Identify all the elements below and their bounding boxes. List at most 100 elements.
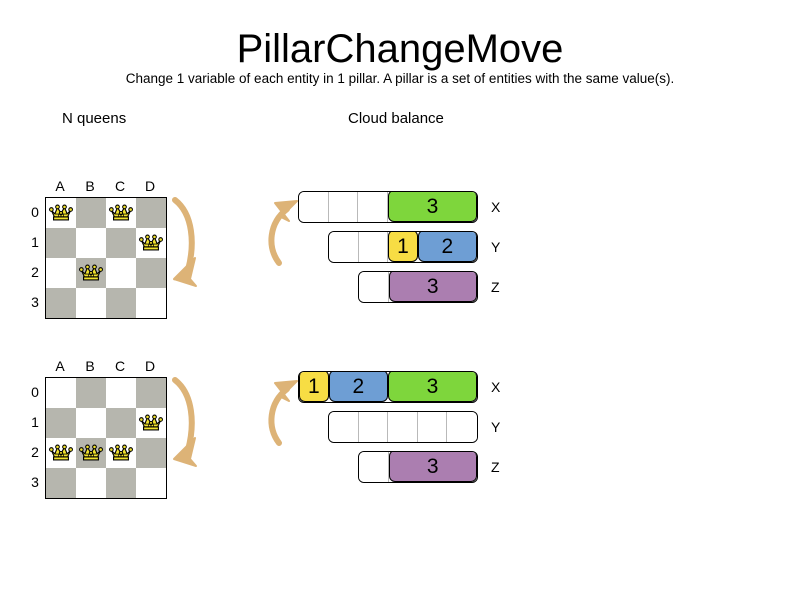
board-cell-c1[interactable] xyxy=(106,408,136,438)
board-cell-b1[interactable] xyxy=(76,228,106,258)
board-cell-a1[interactable] xyxy=(46,228,76,258)
board-column-label-c: C xyxy=(114,358,126,374)
cloud-bar-label-y: Y xyxy=(491,419,501,435)
board-cell-c2[interactable] xyxy=(106,438,136,468)
cloud-bar-track[interactable]: 3 xyxy=(298,191,478,223)
board-cell-b3[interactable] xyxy=(76,288,106,318)
board-cell-b2[interactable] xyxy=(76,438,106,468)
cloud-bar-empty-slot xyxy=(358,192,389,222)
board-cell-d0[interactable] xyxy=(136,198,166,228)
board-cell-c0[interactable] xyxy=(106,378,136,408)
board-cell-c0[interactable] xyxy=(106,198,136,228)
board-row-labels: 0 1 2 3 xyxy=(28,377,42,497)
cloud-bar-segment-2[interactable]: 2 xyxy=(417,232,477,262)
cloud-bar-segment-3[interactable]: 3 xyxy=(388,372,477,402)
queen-icon xyxy=(79,264,103,281)
board-row-label-2: 2 xyxy=(31,444,39,460)
board-cell-d2[interactable] xyxy=(136,258,166,288)
board-row-label-2: 2 xyxy=(31,264,39,280)
arrow-down-icon xyxy=(172,197,197,287)
board-column-label-b: B xyxy=(85,178,95,194)
queen-icon xyxy=(139,234,163,251)
cloud-bar-empty-slot xyxy=(328,192,359,222)
board-column-labels: A B C D xyxy=(45,178,165,194)
board-cell-c3[interactable] xyxy=(106,468,136,498)
cloud-bar-empty-slot xyxy=(417,412,448,442)
queen-icon xyxy=(139,414,163,431)
cloud-bar-label-x: X xyxy=(491,379,501,395)
page-subtitle: Change 1 variable of each entity in 1 pi… xyxy=(125,71,675,86)
cloud-bar-segment-1[interactable]: 1 xyxy=(388,232,418,262)
cloud-bar-label-x: X xyxy=(491,199,501,215)
chess-board-before: A B C D 0 1 2 3 xyxy=(28,178,168,323)
board-cell-d0[interactable] xyxy=(136,378,166,408)
page-title: PillarChangeMove xyxy=(236,27,564,71)
board-cell-d2[interactable] xyxy=(136,438,166,468)
cloud-bar-empty-slot xyxy=(388,412,418,442)
board-column-label-d: D xyxy=(144,178,156,194)
cloud-bar-empty-slot xyxy=(329,412,359,442)
queen-icon xyxy=(49,204,73,221)
board-cell-b0[interactable] xyxy=(76,378,106,408)
board-column-label-b: B xyxy=(85,358,95,374)
cloud-bar-track[interactable] xyxy=(328,411,478,443)
cloud-bar-track[interactable]: 3 xyxy=(358,451,478,483)
board-grid xyxy=(45,377,167,499)
cloud-bar-row-y: Y xyxy=(328,410,500,444)
board-row-label-1: 1 xyxy=(31,234,39,250)
board-column-label-c: C xyxy=(114,178,126,194)
queen-icon xyxy=(79,444,103,461)
board-column-label-a: A xyxy=(55,178,65,194)
cloud-bar-label-z: Z xyxy=(491,279,500,295)
board-row-label-1: 1 xyxy=(31,414,39,430)
board-cell-c3[interactable] xyxy=(106,288,136,318)
cloud-bar-segment-3[interactable]: 3 xyxy=(388,192,477,222)
board-cell-a3[interactable] xyxy=(46,468,76,498)
queen-icon xyxy=(109,204,133,221)
board-grid xyxy=(45,197,167,319)
arrow-up-icon xyxy=(268,380,298,446)
cloud-bar-empty-slot xyxy=(329,232,359,262)
board-cell-a1[interactable] xyxy=(46,408,76,438)
board-row-label-0: 0 xyxy=(31,204,39,220)
board-cell-d3[interactable] xyxy=(136,288,166,318)
cloud-bar-segment-3[interactable]: 3 xyxy=(388,272,477,302)
board-column-label-d: D xyxy=(144,358,156,374)
board-row-label-3: 3 xyxy=(31,474,39,490)
cloud-bar-empty-slot xyxy=(447,412,477,442)
board-cell-a3[interactable] xyxy=(46,288,76,318)
board-cell-b2[interactable] xyxy=(76,258,106,288)
board-cell-a0[interactable] xyxy=(46,198,76,228)
board-cell-b3[interactable] xyxy=(76,468,106,498)
board-cell-d1[interactable] xyxy=(136,408,166,438)
arrow-down-icon xyxy=(172,377,197,467)
board-cell-d1[interactable] xyxy=(136,228,166,258)
board-cell-b1[interactable] xyxy=(76,408,106,438)
board-row-label-3: 3 xyxy=(31,294,39,310)
cloud-bar-segment-1[interactable]: 1 xyxy=(299,372,329,402)
cloud-bar-track[interactable]: 3 xyxy=(358,271,478,303)
board-cell-a2[interactable] xyxy=(46,258,76,288)
queen-icon xyxy=(109,444,133,461)
board-row-labels: 0 1 2 3 xyxy=(28,197,42,317)
section-heading-cloud: Cloud balance xyxy=(348,110,444,127)
cloud-bar-segment-2[interactable]: 2 xyxy=(328,372,388,402)
board-cell-b0[interactable] xyxy=(76,198,106,228)
board-cell-c2[interactable] xyxy=(106,258,136,288)
board-cell-a2[interactable] xyxy=(46,438,76,468)
cloud-bar-empty-slot xyxy=(299,192,329,222)
cloud-bar-segment-3[interactable]: 3 xyxy=(388,452,477,482)
board-cell-a0[interactable] xyxy=(46,378,76,408)
board-cell-d3[interactable] xyxy=(136,468,166,498)
board-cell-c1[interactable] xyxy=(106,228,136,258)
board-row-label-0: 0 xyxy=(31,384,39,400)
